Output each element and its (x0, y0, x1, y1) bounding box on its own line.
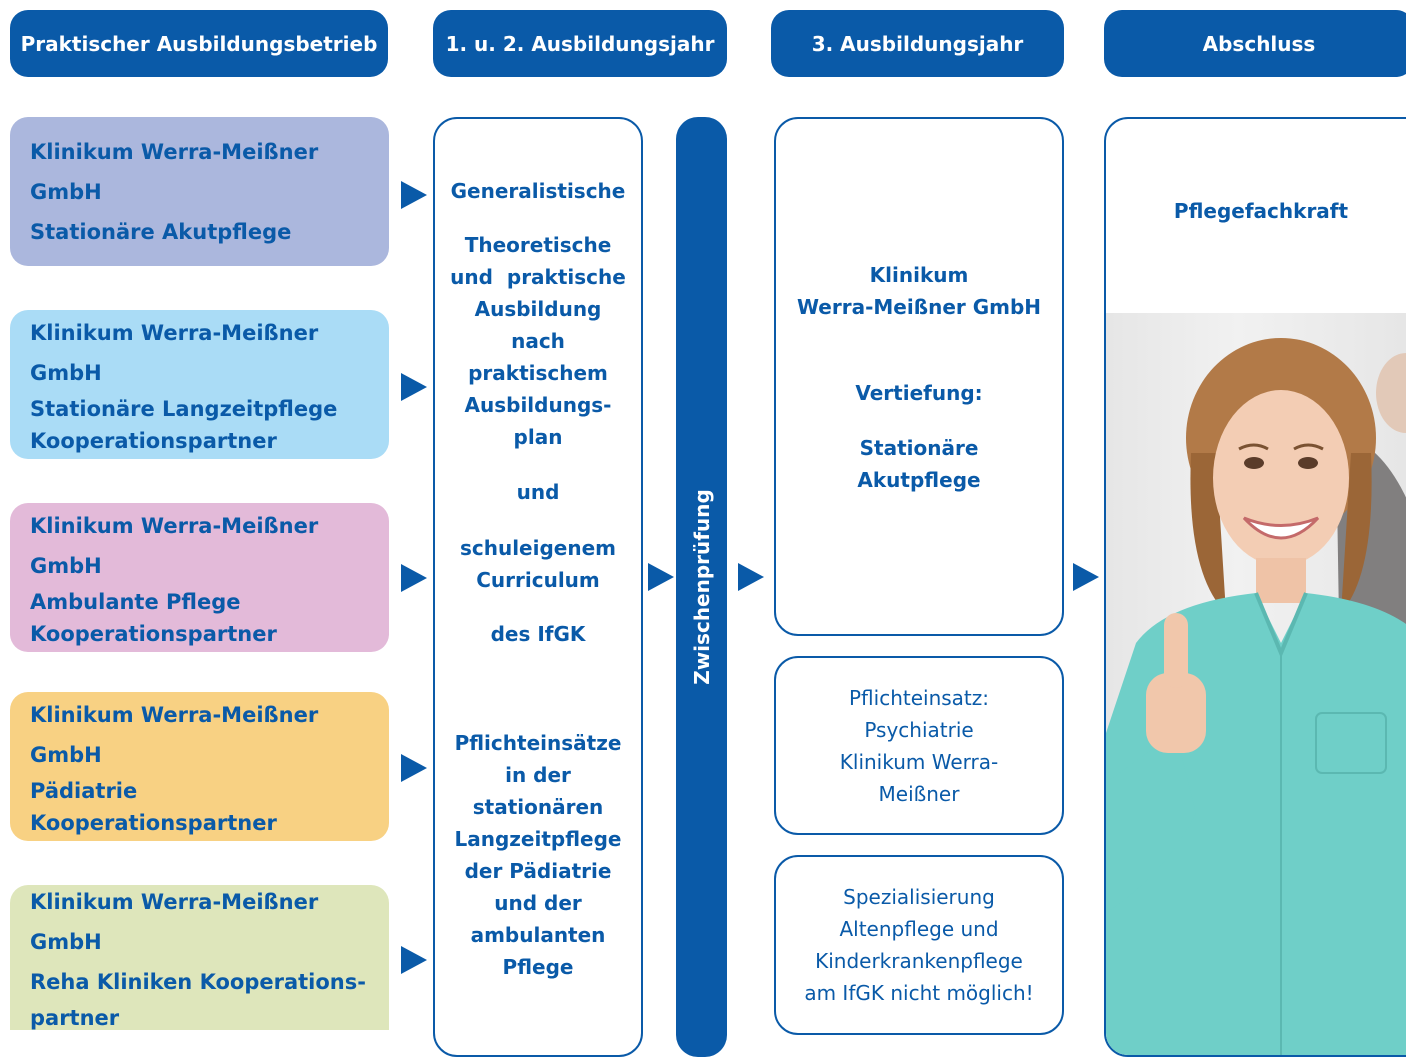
text-line: und praktische (450, 265, 626, 289)
jahr-3-main-box: Klinikum Werra-Meißner GmbH Vertiefung: … (774, 117, 1064, 636)
text-line: der Pädiatrie (464, 859, 612, 883)
vertiefung-text: Stationäre Akutpflege (776, 432, 1062, 496)
zwischenpruefung-bar: Zwischenprüfung (676, 117, 727, 1057)
spezialisierung-box: Spezialisierung Altenpflege und Kinderkr… (774, 855, 1064, 1035)
zwischenpruefung-label: Zwischenprüfung (689, 489, 714, 685)
betrieb-line: Pädiatrie (30, 778, 138, 803)
text-line: Langzeitpflege (454, 827, 622, 851)
text-line: Akutpflege (857, 468, 981, 492)
arrow-right-icon (738, 563, 764, 591)
betrieb-title: Klinikum Werra-Meißner GmbH (30, 139, 319, 204)
ifgk-label: des IfGK (490, 622, 586, 646)
text-line: Spezialisierung (843, 885, 995, 909)
text-line: Klinikum (869, 263, 969, 287)
arrow-right-icon (401, 181, 427, 209)
text-line: Theoretische (464, 233, 612, 257)
text-line: in der (505, 763, 571, 787)
vertiefung-label: Vertiefung: (855, 381, 983, 405)
text-line: Kinderkrankenpflege (815, 949, 1023, 973)
betrieb-title: Klinikum Werra-Meißner GmbH (30, 320, 319, 385)
text-line: Pflichteinsätze (454, 731, 622, 755)
text-line: Werra-Meißner GmbH (796, 295, 1042, 319)
betrieb-title: Klinikum Werra-Meißner GmbH (30, 702, 319, 767)
ausbildung-text: Theoretische und praktische Ausbildung n… (435, 229, 641, 453)
betrieb-line: Kooperationspartner (30, 621, 277, 646)
arrow-right-icon (648, 563, 674, 591)
und-label: und (516, 480, 560, 504)
betrieb-line: partner (30, 1005, 120, 1030)
text-line: Curriculum (476, 568, 600, 592)
text-line: plan (513, 425, 563, 449)
nurse-photo (1106, 313, 1406, 1055)
betrieb-box-akutpflege: Klinikum Werra-Meißner GmbH Stationäre A… (10, 117, 389, 266)
text-line: stationären (472, 795, 604, 819)
betrieb-box-ambulant: Klinikum Werra-Meißner GmbH Ambulante Pf… (10, 503, 389, 652)
betrieb-line: Stationäre Langzeitpflege (30, 396, 338, 421)
text-line: Meißner (878, 781, 960, 806)
text-line: und der (494, 891, 582, 915)
betrieb-box-reha: Klinikum Werra-Meißner GmbH Reha Klinike… (10, 885, 389, 1030)
pflichteinsaetze-text: Pflichteinsätze in der stationären Langz… (435, 727, 641, 983)
ausbildung-jahr-1-2-box: Generalistische Theoretische und praktis… (433, 117, 643, 1057)
text-line: Pflichteinsatz: (848, 685, 990, 710)
header-jahr-3: 3. Ausbildungsjahr (771, 10, 1064, 77)
betrieb-line: Kooperationspartner (30, 810, 277, 835)
header-praktischer-betrieb: Praktischer Ausbildungsbetrieb (10, 10, 388, 77)
betrieb-box-langzeitpflege: Klinikum Werra-Meißner GmbH Stationäre L… (10, 310, 389, 459)
text-line: Altenpflege und (839, 917, 999, 941)
pflichteinsatz-box: Pflichteinsatz: Psychiatrie Klinikum Wer… (774, 656, 1064, 835)
pflegefachkraft-label: Pflegefachkraft (1173, 199, 1349, 223)
generalistische-label: Generalistische (450, 179, 626, 203)
text-line: nach (511, 329, 565, 353)
abschluss-box: Pflegefachkraft (1104, 117, 1406, 1057)
text-line: Psychiatrie (864, 717, 974, 742)
jahr-3-klinikum: Klinikum Werra-Meißner GmbH (776, 259, 1062, 323)
curriculum-text: schuleigenem Curriculum (435, 532, 641, 596)
arrow-right-icon (401, 373, 427, 401)
betrieb-line: Kooperationspartner (30, 428, 277, 453)
betrieb-box-paediatrie: Klinikum Werra-Meißner GmbH Pädiatrie Ko… (10, 692, 389, 841)
betrieb-title: Klinikum Werra-Meißner GmbH (30, 889, 319, 954)
text-line: Ausbildung (474, 297, 602, 321)
text-line: Stationäre (859, 436, 979, 460)
text-line: Ausbildungs- (464, 393, 612, 417)
betrieb-line: Stationäre Akutpflege (30, 219, 292, 244)
text-line: schuleigenem (459, 536, 617, 560)
betrieb-line: Reha Kliniken Kooperations- (30, 969, 366, 994)
arrow-right-icon (401, 754, 427, 782)
betrieb-title: Klinikum Werra-Meißner GmbH (30, 513, 319, 578)
betrieb-line: Ambulante Pflege (30, 589, 241, 614)
arrow-right-icon (401, 564, 427, 592)
text-line: ambulanten (470, 923, 606, 947)
text-line: am IfGK nicht möglich! (804, 981, 1034, 1005)
text-line: praktischem (468, 361, 608, 385)
arrow-right-icon (1073, 563, 1099, 591)
nurse-illustration-icon (1106, 338, 1406, 1055)
arrow-right-icon (401, 946, 427, 974)
text-line: Klinikum Werra- (839, 749, 999, 774)
header-abschluss: Abschluss (1104, 10, 1406, 77)
header-jahr-1-2: 1. u. 2. Ausbildungsjahr (433, 10, 727, 77)
text-line: Pflege (502, 955, 574, 979)
